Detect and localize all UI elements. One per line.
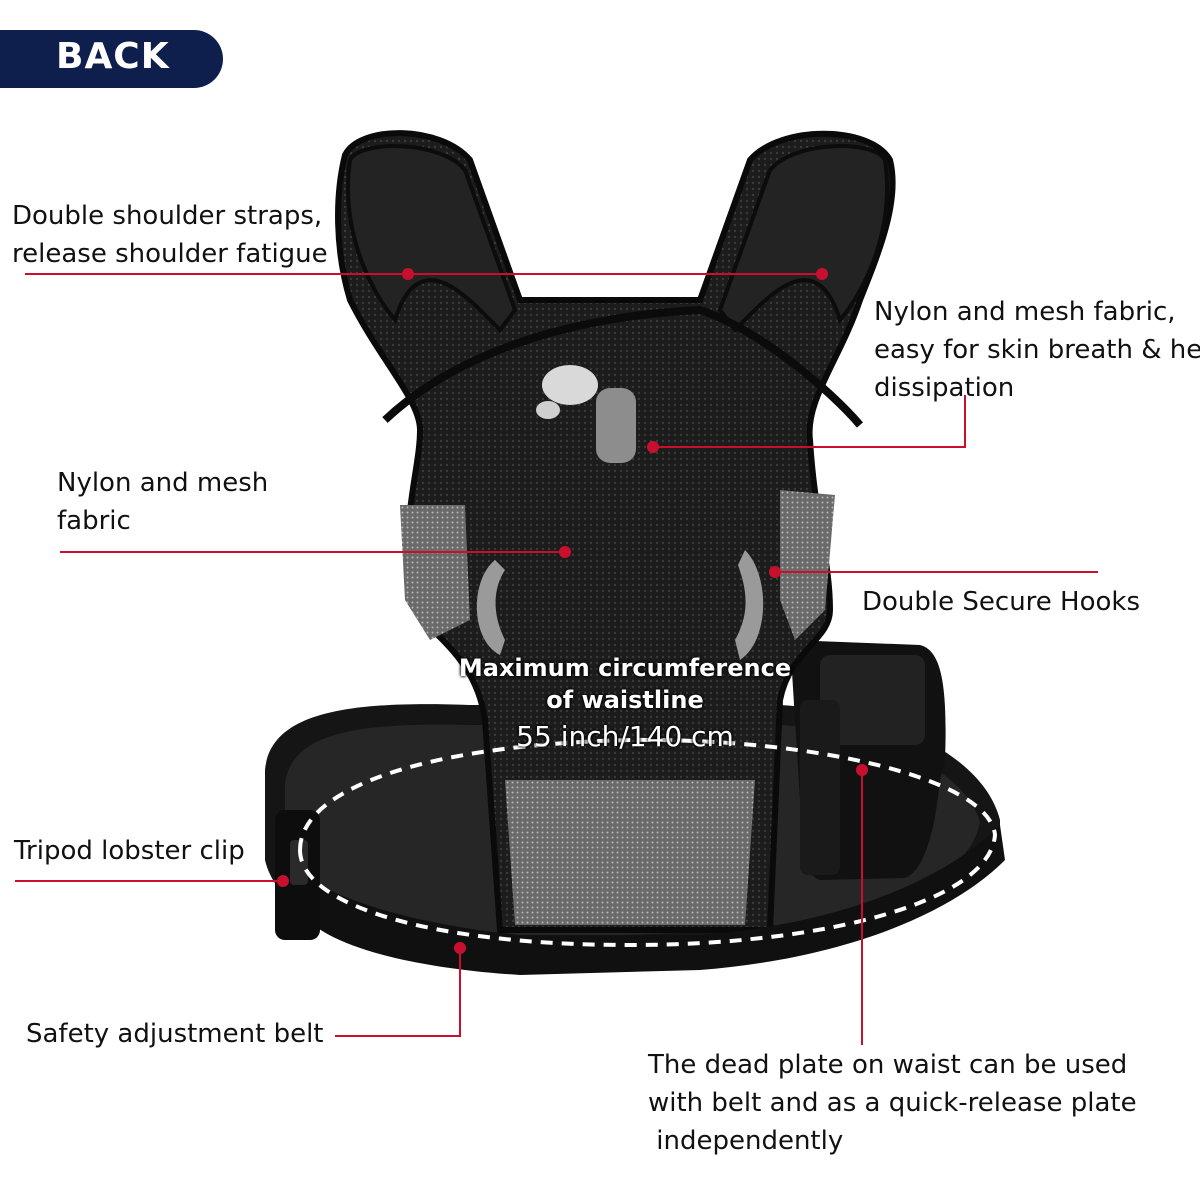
caption-line: fabric bbox=[57, 506, 131, 536]
waistline-line: of waistline bbox=[546, 686, 704, 714]
waistline-measure: 55 inch/140 cm bbox=[516, 720, 734, 753]
caption-line: easy for skin breath & heat bbox=[874, 335, 1200, 365]
caption-line: The dead plate on waist can be used bbox=[648, 1050, 1128, 1080]
caption-shoulder-straps: Double shoulder straps, release shoulder… bbox=[12, 197, 328, 273]
caption-dead-plate: The dead plate on waist can be used with… bbox=[648, 1046, 1137, 1160]
caption-mesh-fabric-right: Nylon and mesh fabric, easy for skin bre… bbox=[874, 293, 1200, 407]
caption-line: release shoulder fatigue bbox=[12, 239, 328, 269]
caption-line: Nylon and mesh fabric, bbox=[874, 297, 1176, 327]
caption-line: dissipation bbox=[874, 373, 1015, 403]
callout-dots bbox=[277, 268, 868, 954]
caption-line: independently bbox=[648, 1126, 844, 1156]
waist-belt-front bbox=[300, 825, 1005, 975]
vest-back bbox=[335, 130, 896, 933]
waistline-loop bbox=[297, 737, 998, 948]
lobster-clip bbox=[275, 810, 320, 940]
caption-mesh-fabric-left: Nylon and mesh fabric bbox=[57, 464, 268, 540]
callout-lines bbox=[15, 273, 1098, 1045]
waistline-label: Maximum circumference of waistline bbox=[440, 652, 810, 716]
waistline-line: Maximum circumference bbox=[458, 654, 792, 682]
caption-line: Nylon and mesh bbox=[57, 468, 269, 498]
caption-line: with belt and as a quick-release plate bbox=[648, 1088, 1137, 1118]
quick-release-plate bbox=[790, 640, 946, 880]
caption-adjustment-belt: Safety adjustment belt bbox=[26, 1019, 324, 1049]
caption-line: Double shoulder straps, bbox=[12, 201, 323, 231]
caption-secure-hooks: Double Secure Hooks bbox=[862, 587, 1141, 617]
back-badge bbox=[0, 30, 223, 88]
back-badge-label: BACK bbox=[56, 36, 170, 77]
caption-lobster-clip: Tripod lobster clip bbox=[14, 836, 245, 866]
